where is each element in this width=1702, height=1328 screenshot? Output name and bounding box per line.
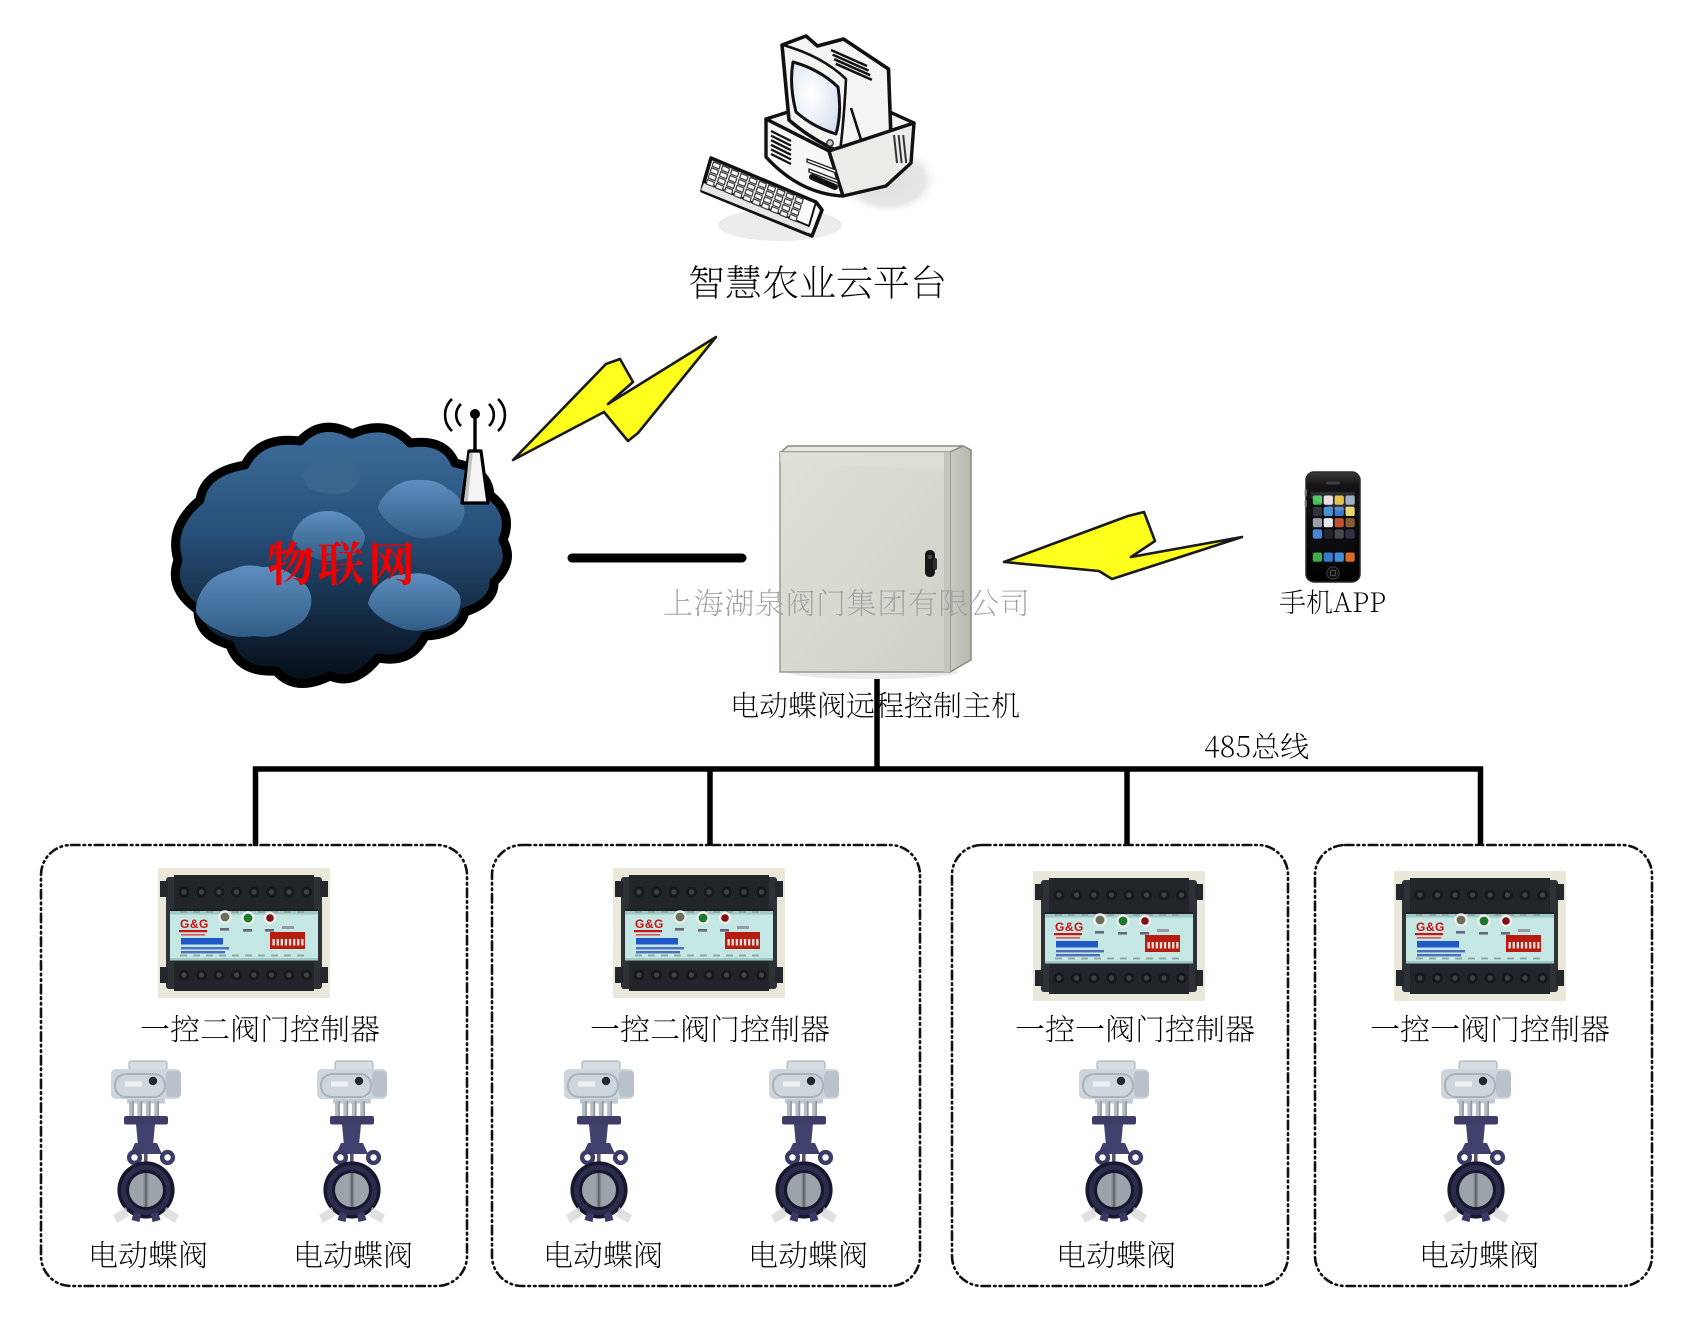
svg-text:G&G: G&G (1416, 920, 1445, 934)
svg-text:G&G: G&G (180, 917, 209, 931)
svg-text:G&G: G&G (635, 917, 664, 931)
svg-text:G&G: G&G (1055, 920, 1084, 934)
